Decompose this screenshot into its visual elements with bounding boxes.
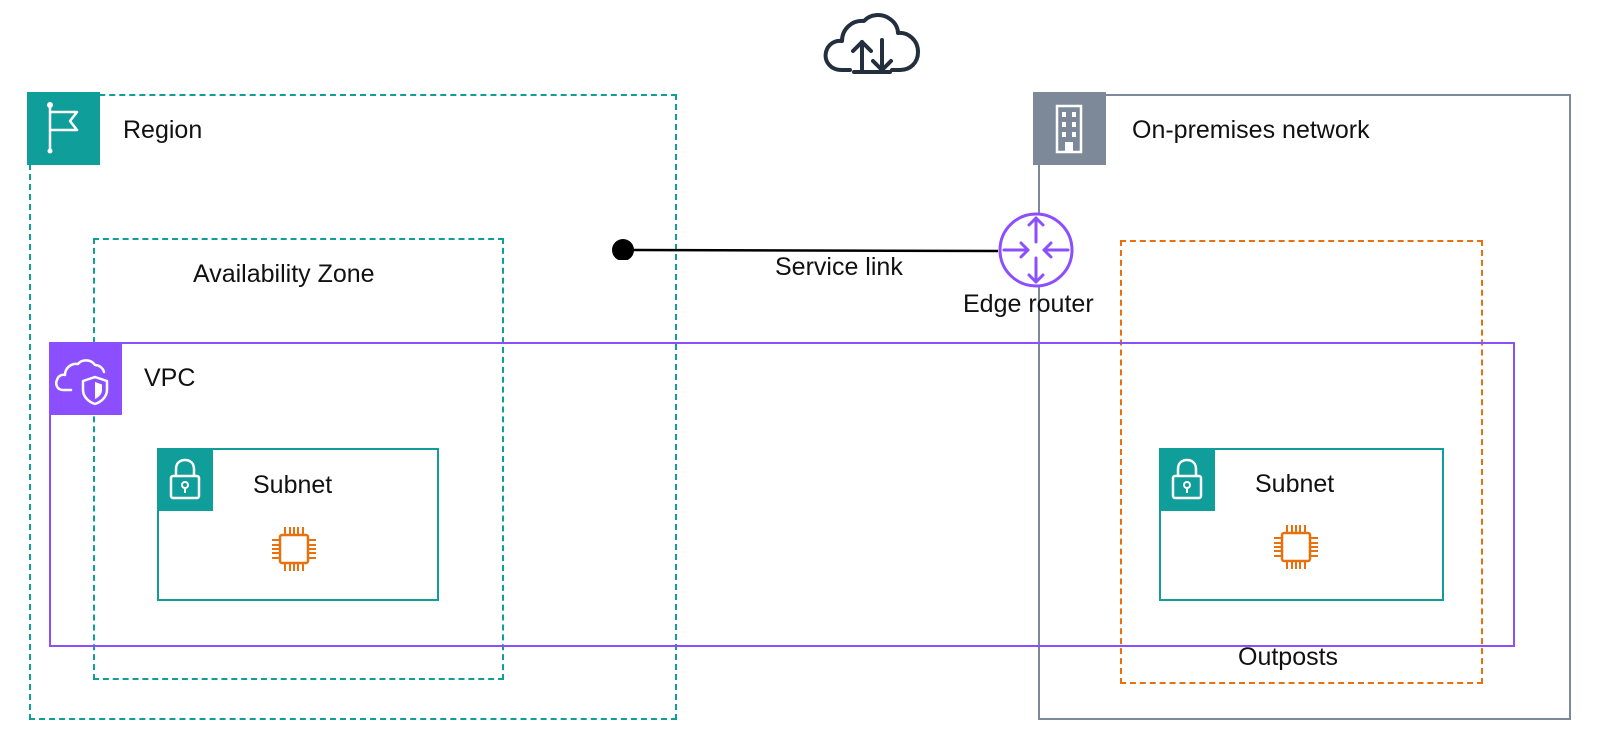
padlock-icon	[157, 448, 213, 511]
subnet-container-region	[157, 448, 439, 601]
vpc-label: VPC	[144, 364, 196, 392]
region-label: Region	[123, 116, 203, 144]
chip-icon	[1272, 523, 1320, 571]
region-container	[29, 94, 677, 720]
edge-router-label: Edge router	[963, 290, 1094, 318]
cloud-shield-icon	[49, 342, 122, 415]
outposts-container	[1120, 240, 1483, 684]
service-link-label: Service link	[775, 253, 903, 281]
availability-zone-label: Availability Zone	[193, 260, 375, 288]
on-premises-network-container	[1038, 94, 1571, 720]
availability-zone-container	[93, 238, 504, 680]
outposts-label: Outposts	[1238, 643, 1339, 671]
service-link-connector	[612, 239, 999, 260]
cloud-upload-download-icon	[820, 10, 924, 76]
subnet-container-outposts	[1159, 448, 1444, 601]
subnet-label: Subnet	[253, 471, 333, 499]
flag-icon	[27, 92, 100, 165]
subnet-label: Subnet	[1255, 470, 1335, 498]
padlock-icon	[1159, 448, 1215, 511]
router-icon	[996, 210, 1076, 290]
vpc-container	[49, 342, 1515, 647]
building-icon	[1033, 92, 1106, 165]
on-premises-network-label: On-premises network	[1132, 116, 1370, 144]
chip-icon	[270, 525, 318, 573]
